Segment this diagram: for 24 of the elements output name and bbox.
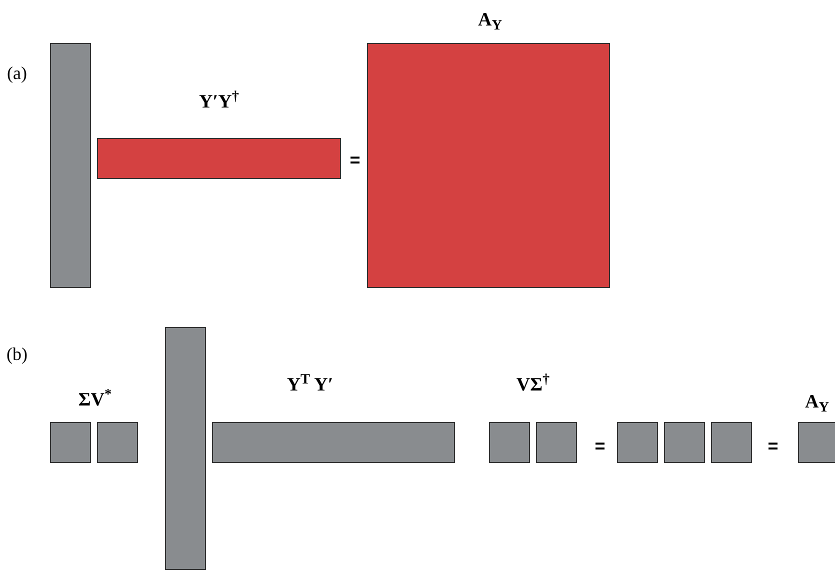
equals-sign: = xyxy=(768,437,778,455)
matrix-block xyxy=(165,327,206,570)
matrix-block xyxy=(664,422,705,463)
matrix-block xyxy=(50,422,91,463)
matrix-block xyxy=(97,138,341,179)
matrix-block xyxy=(367,43,610,288)
matrix-label: A$_{Y}$ xyxy=(478,10,502,30)
matrix-block xyxy=(212,422,455,463)
matrix-label: Y′Y$^{†}$ xyxy=(199,92,239,112)
matrix-block xyxy=(798,422,835,463)
panel-label: (a) xyxy=(7,64,27,82)
matrix-block xyxy=(536,422,577,463)
equals-sign: = xyxy=(350,151,360,169)
matrix-label: ΣV$^{*}$ xyxy=(78,390,112,410)
matrix-label: VΣ$^{†}$ xyxy=(516,376,550,394)
matrix-block xyxy=(711,422,752,463)
matrix-label: Y$^{T}$ Y′ xyxy=(286,376,334,394)
matrix-block xyxy=(489,422,530,463)
matrix-label: A$_{Y}$ xyxy=(804,392,830,412)
matrix-block xyxy=(50,43,91,288)
equals-sign: = xyxy=(594,437,606,455)
matrix-block xyxy=(617,422,658,463)
panel-label: (b) xyxy=(6,345,28,363)
matrix-block xyxy=(97,422,138,463)
